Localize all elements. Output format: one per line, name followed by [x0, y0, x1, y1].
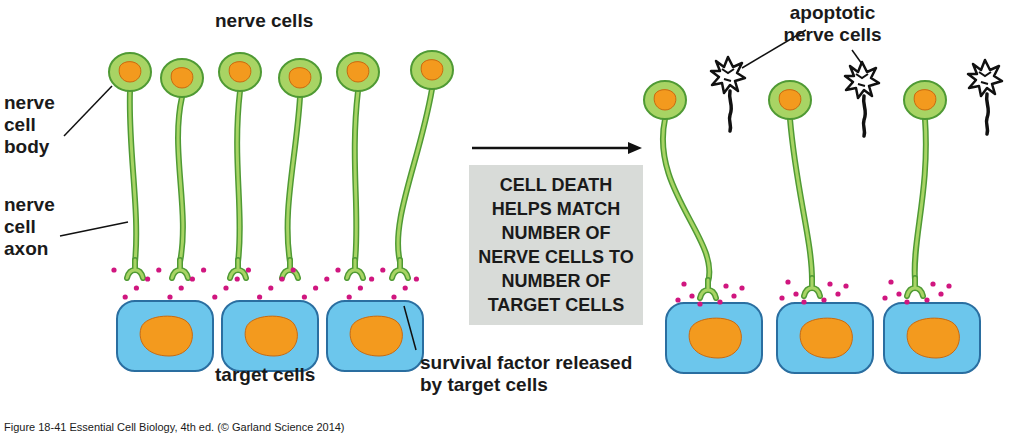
survival-factor-dot [391, 294, 396, 299]
part-label: nerve cell body [4, 92, 66, 158]
survival-factor-dot [827, 281, 832, 286]
survival-factor-dot [156, 267, 161, 272]
survival-factor-dot [785, 279, 790, 284]
box-text: CELL DEATH HELPS MATCH NUMBER OF NERVE C… [475, 173, 637, 317]
survival-factor-dot [946, 283, 951, 288]
survival-factor-dot [697, 301, 702, 306]
survival-factor-dot [179, 285, 184, 290]
survival-factor-dot [358, 285, 363, 290]
survival-factor-dot [335, 267, 340, 272]
survival-factor-dot [369, 276, 374, 281]
survival-factor-dot [223, 285, 228, 290]
survival-factor-dot [821, 297, 826, 302]
survival-factor-dot [414, 276, 419, 281]
message-box: CELL DEATH HELPS MATCH NUMBER OF NERVE C… [469, 165, 643, 325]
survival-factor-dot [801, 299, 806, 304]
survival-factor-dot [403, 285, 408, 290]
survival-factor-dot [212, 294, 217, 299]
survival-factor-dot [723, 283, 728, 288]
survival-factor-dot [882, 295, 887, 300]
survival-factor-dot [190, 276, 195, 281]
survival-factor-dot [793, 291, 798, 296]
survival-factor-dot [779, 295, 784, 300]
survival-factor-dot [268, 285, 273, 290]
group-label: target cells [215, 364, 375, 386]
survival-factor-dot [313, 285, 318, 290]
survival-factor-dot [134, 285, 139, 290]
survival-factor-dot [201, 267, 206, 272]
survival-factor-dot [843, 283, 848, 288]
survival-factor-dot [380, 267, 385, 272]
survival-factor-dot [291, 267, 296, 272]
survival-factor-dot [739, 285, 744, 290]
survival-factor-dot [111, 267, 116, 272]
survival-factor-dot [246, 267, 251, 272]
figure-caption: Figure 18-41 Essential Cell Biology, 4th… [4, 421, 345, 433]
survival-factor-dot [689, 293, 694, 298]
survival-factor-dot [167, 294, 172, 299]
survival-factor-dot [681, 281, 686, 286]
survival-factor-dot [279, 276, 284, 281]
survival-factor-dot [145, 276, 150, 281]
survival-factor-dot [123, 294, 128, 299]
survival-factor-dot [302, 294, 307, 299]
survival-factor-dot [347, 294, 352, 299]
survival-factor-dot [930, 281, 935, 286]
survival-factor-dot [324, 276, 329, 281]
survival-factor-dot [835, 291, 840, 296]
survival-factor-dot [235, 276, 240, 281]
survival-factor-dot [938, 291, 943, 296]
survival-factor-dot [888, 279, 893, 284]
survival-factor-dot [675, 297, 680, 302]
survival-factor-dot [904, 299, 909, 304]
callout-label: apoptotic nerve cells [770, 2, 895, 46]
survival-factor-dot [257, 294, 262, 299]
callout-label: survival factor released by target cells [420, 352, 645, 396]
survival-factor-dot [924, 297, 929, 302]
survival-factor-dot [717, 299, 722, 304]
group-label: nerve cells [215, 10, 375, 32]
survival-factor-dot [731, 293, 736, 298]
survival-factor-dot [896, 291, 901, 296]
part-label: nerve cell axon [4, 194, 66, 260]
